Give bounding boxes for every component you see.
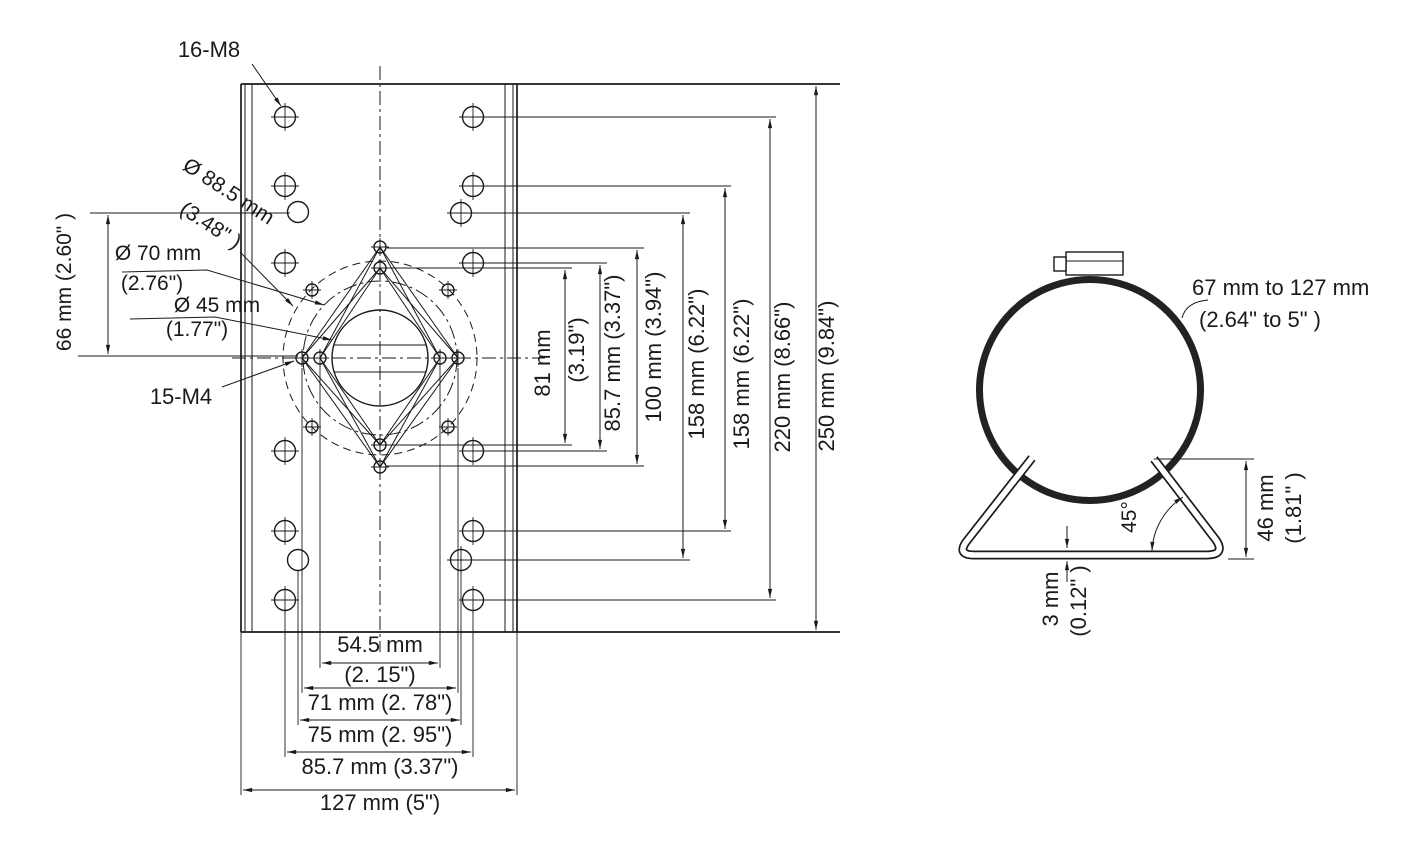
dim-220mm: 220 mm (8.66") bbox=[770, 302, 795, 453]
label-dia-70-inch: (2.76") bbox=[121, 272, 183, 295]
dim-127mm: 127 mm (5") bbox=[320, 790, 440, 815]
m4-holes bbox=[293, 238, 467, 476]
dim-54-5mm: 54.5 mm bbox=[337, 632, 423, 657]
dim-46mm-inch: (1.81" ) bbox=[1281, 472, 1306, 543]
label-clamp-range-inch: (2.64" to 5" ) bbox=[1199, 307, 1321, 332]
dim-3mm-inch: (0.12" ) bbox=[1066, 565, 1091, 636]
bracket-strap bbox=[958, 455, 1224, 560]
extension-lines bbox=[78, 116, 776, 795]
dim-158mm-b: 158 mm (6.22") bbox=[729, 299, 754, 450]
dim-81mm-inch: (3.19") bbox=[564, 317, 589, 382]
dim-250mm: 250 mm (9.84") bbox=[814, 301, 839, 452]
clamp-buckle bbox=[1053, 251, 1124, 276]
label-clamp-range: 67 mm to 127 mm bbox=[1192, 275, 1369, 300]
label-dia-45: Ø 45 mm bbox=[174, 294, 260, 317]
dimension-lines bbox=[105, 86, 819, 793]
m8-holes-left bbox=[271, 103, 310, 614]
label-16-m8: 16-M8 bbox=[178, 37, 240, 62]
dim-3mm: 3 mm bbox=[1038, 572, 1063, 627]
dim-81mm: 81 mm bbox=[530, 329, 555, 396]
label-angle-45: 45° bbox=[1118, 501, 1141, 533]
side-dimensions bbox=[1064, 299, 1254, 582]
dim-85-7mm-horizontal: 85.7 mm (3.37") bbox=[302, 754, 459, 779]
dim-85-7mm-vertical: 85.7 mm (3.37") bbox=[600, 275, 625, 432]
side-view: 67 mm to 127 mm (2.64" to 5" ) 45° 46 mm… bbox=[958, 251, 1369, 637]
dim-54-5mm-inch: (2. 15") bbox=[344, 662, 415, 687]
dim-75mm: 75 mm (2. 95") bbox=[308, 722, 453, 747]
label-dia-70: Ø 70 mm bbox=[115, 242, 201, 265]
label-15-m4: 15-M4 bbox=[150, 384, 212, 409]
leader-lines bbox=[121, 63, 333, 388]
dim-46mm: 46 mm bbox=[1253, 474, 1278, 541]
front-view: 16-M8 15-M4 Ø 88.5 mm (3.48" ) Ø 70 mm (… bbox=[53, 37, 840, 815]
dim-71mm: 71 mm (2. 78") bbox=[308, 690, 453, 715]
dim-66mm: 66 mm (2.60" ) bbox=[53, 213, 76, 351]
dim-100mm: 100 mm (3.94") bbox=[641, 272, 666, 423]
center-lines bbox=[232, 66, 545, 652]
clamp-ring bbox=[976, 276, 1205, 505]
label-dia-45-inch: (1.77") bbox=[166, 318, 228, 341]
dim-158mm-a: 158 mm (6.22") bbox=[684, 289, 709, 440]
